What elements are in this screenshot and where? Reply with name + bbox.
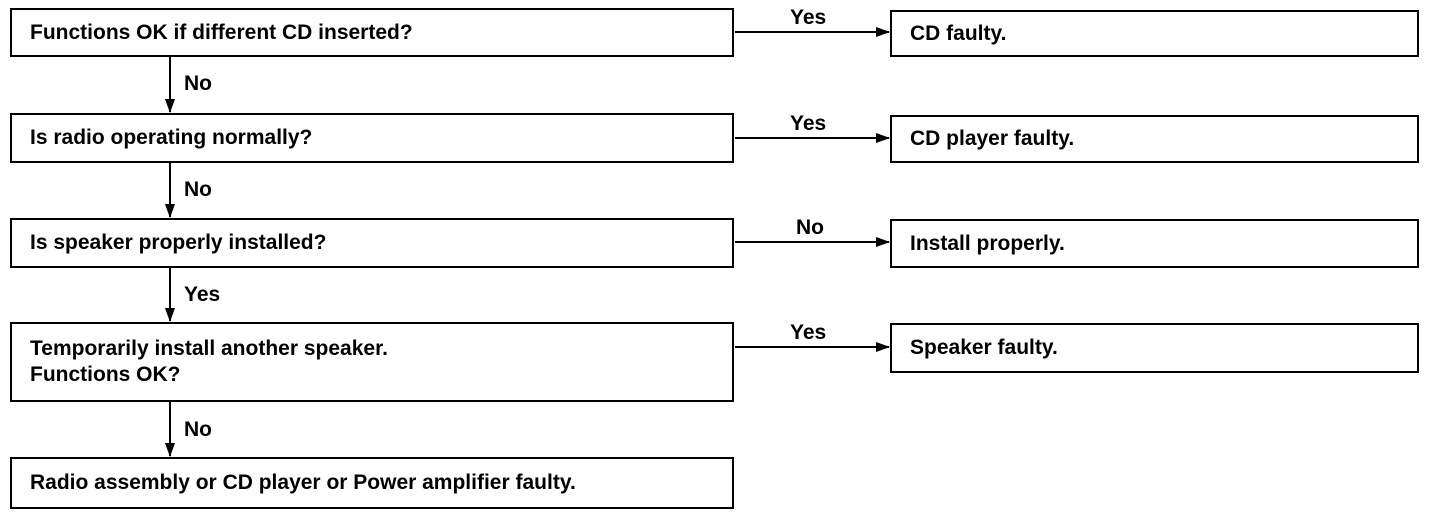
step3-no-label: No bbox=[796, 216, 824, 239]
step3-question-box: Is speaker properly installed? bbox=[10, 218, 734, 268]
step3-yes-label: Yes bbox=[184, 283, 221, 306]
step4-question-box: Temporarily install another speaker. Fun… bbox=[10, 322, 734, 402]
step3-question-text: Is speaker properly installed? bbox=[30, 231, 327, 254]
step1-result-text: CD faulty. bbox=[910, 21, 1007, 45]
step2-yes-label: Yes bbox=[790, 112, 827, 135]
step4-question-line2: Functions OK? bbox=[30, 363, 181, 386]
step3-result-text: Install properly. bbox=[910, 231, 1065, 255]
step2-question-text: Is radio operating normally? bbox=[30, 126, 313, 149]
step2-result-box: CD player faulty. bbox=[890, 115, 1419, 163]
step4-yes-label: Yes bbox=[790, 321, 827, 344]
final-result-box: Radio assembly or CD player or Power amp… bbox=[10, 457, 734, 509]
step4-no-label: No bbox=[184, 418, 212, 441]
step1-result-box: CD faulty. bbox=[890, 10, 1419, 57]
step2-result-text: CD player faulty. bbox=[910, 127, 1075, 150]
step1-question-box: Functions OK if different CD inserted? bbox=[10, 8, 734, 57]
step4-result-box: Speaker faulty. bbox=[890, 323, 1419, 373]
final-result-text: Radio assembly or CD player or Power amp… bbox=[30, 471, 576, 494]
step1-yes-label: Yes bbox=[790, 6, 827, 29]
step3-result-box: Install properly. bbox=[890, 219, 1419, 268]
step4-question-line1: Temporarily install another speaker. bbox=[30, 337, 388, 360]
step2-question-box: Is radio operating normally? bbox=[10, 113, 734, 163]
step1-no-label: No bbox=[184, 72, 212, 95]
step4-result-text: Speaker faulty. bbox=[910, 336, 1058, 359]
step2-no-label: No bbox=[184, 178, 212, 201]
step1-question-text: Functions OK if different CD inserted? bbox=[30, 20, 413, 44]
